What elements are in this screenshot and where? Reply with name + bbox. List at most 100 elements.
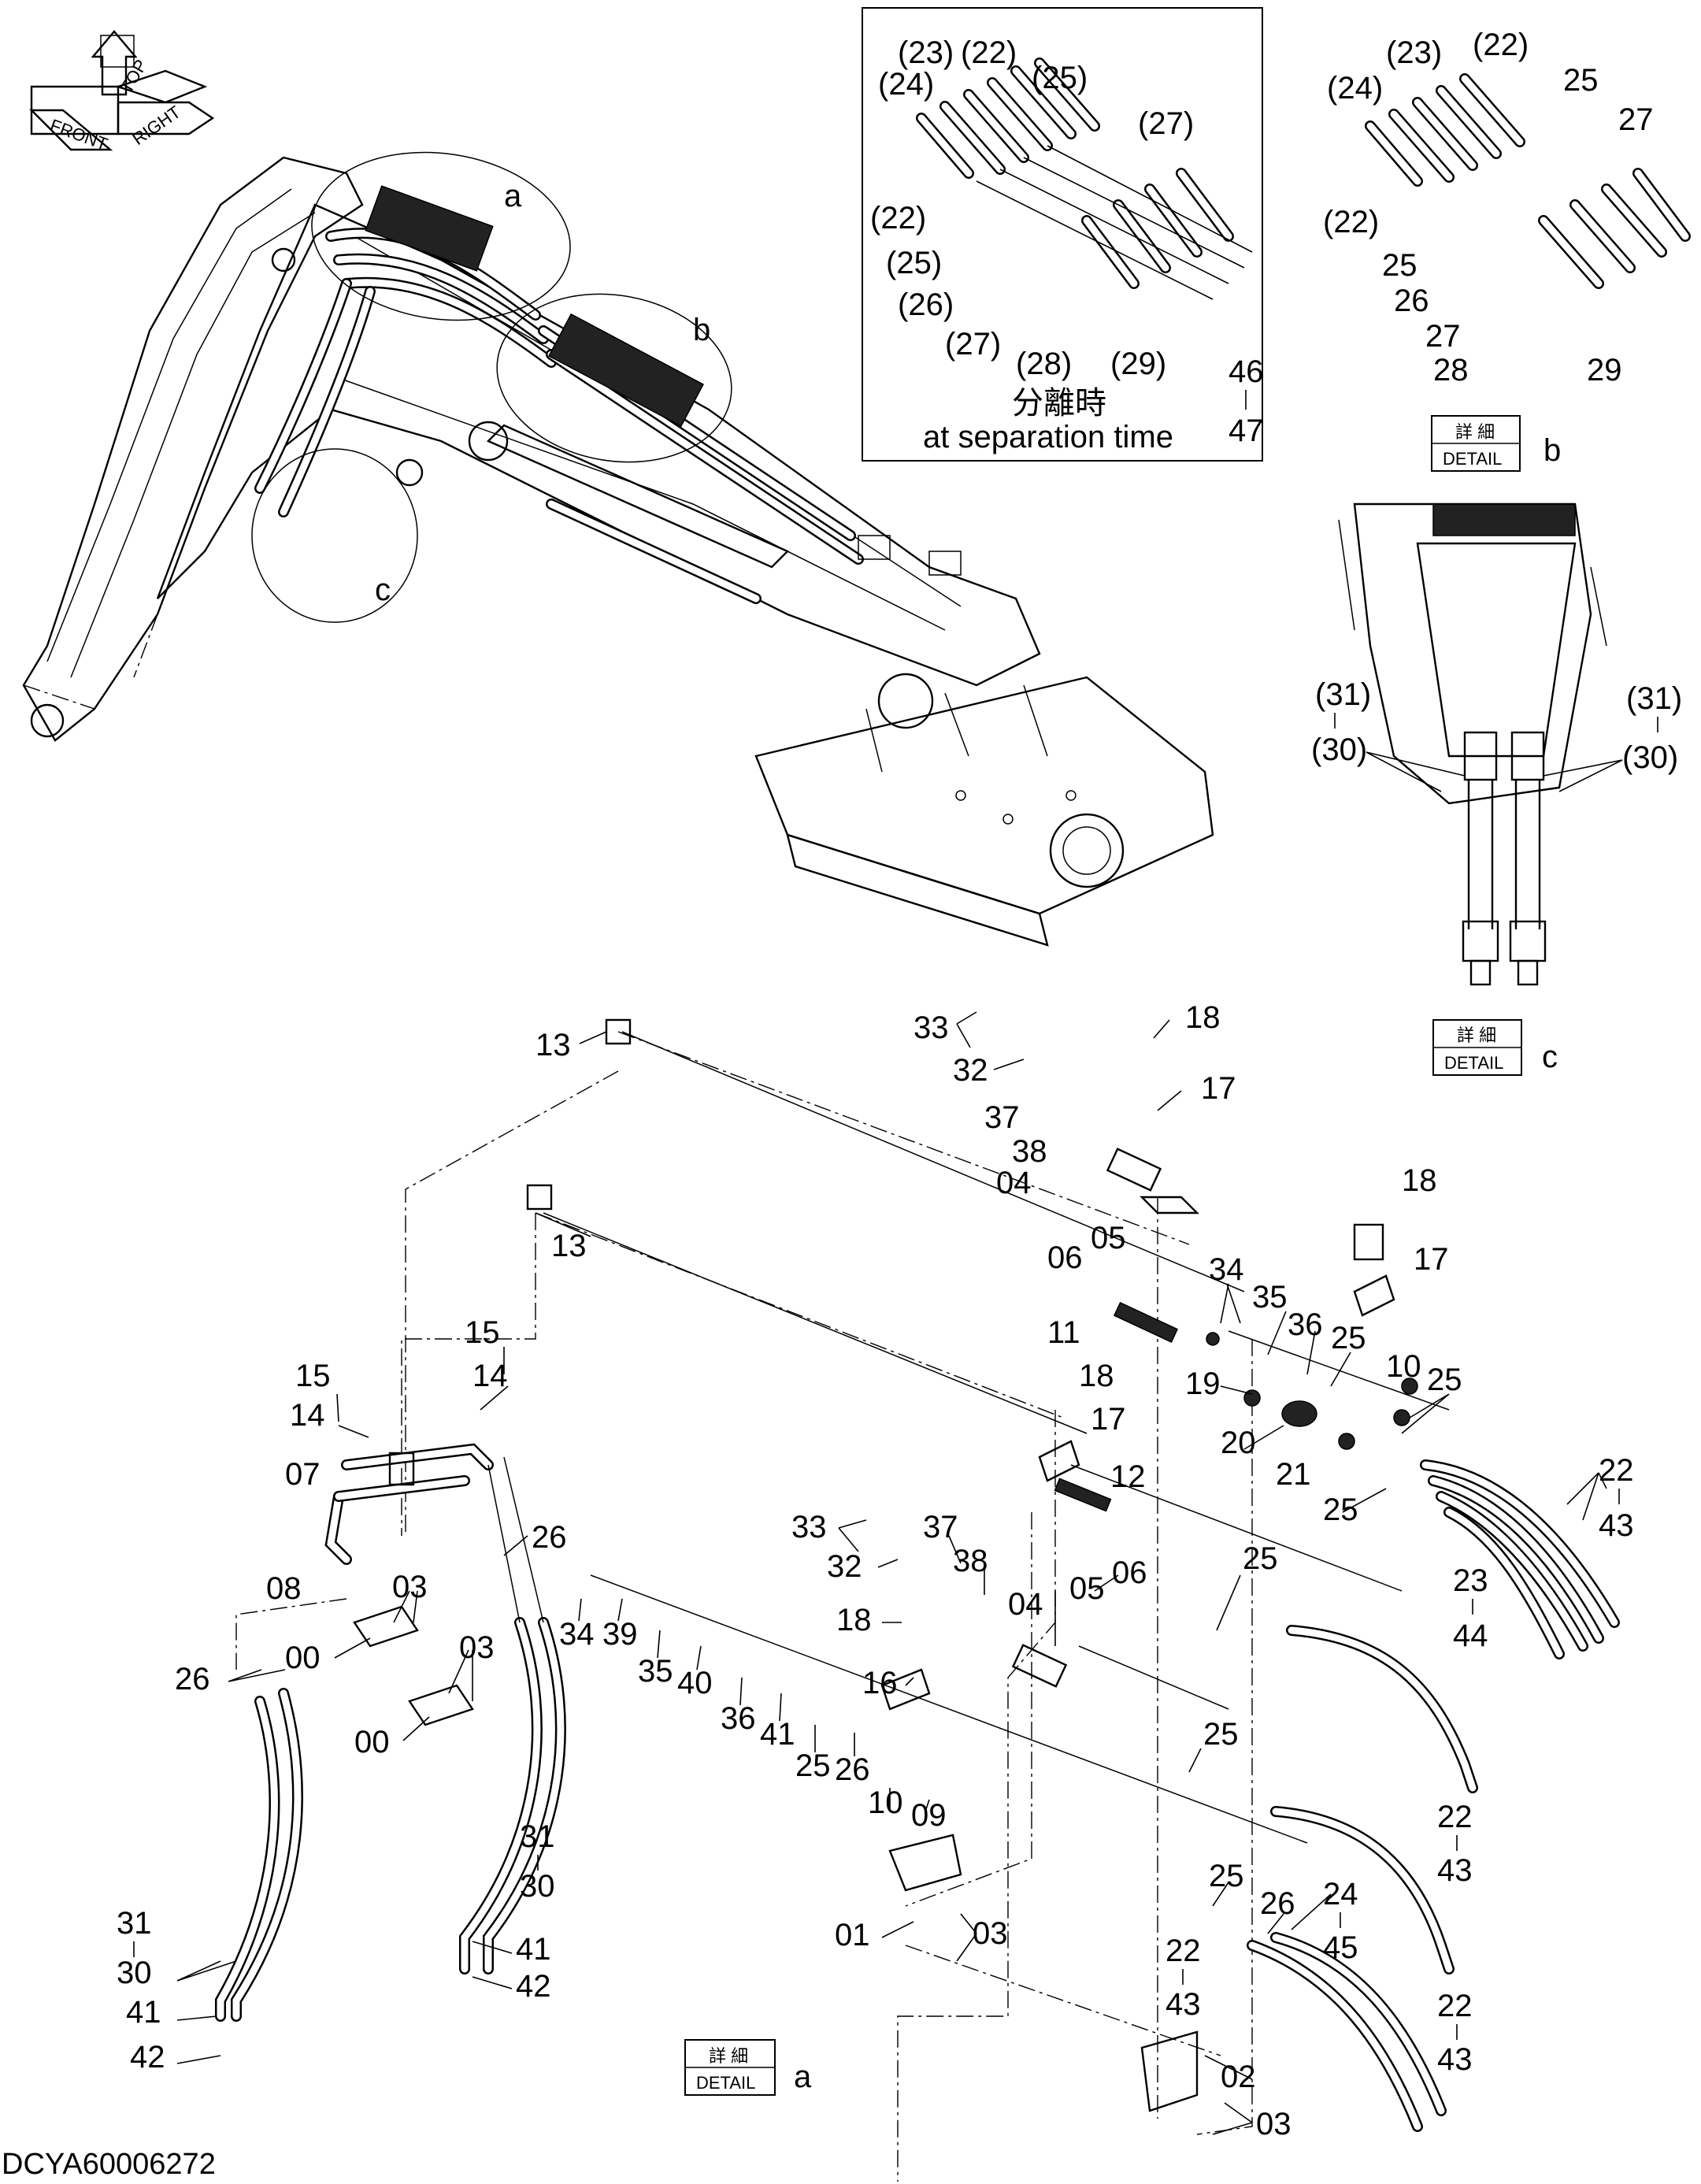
part-label-42-right: 42: [516, 1969, 551, 2004]
part-label-13-lower: 13: [551, 1229, 587, 1263]
part-label-16: 16: [862, 1666, 898, 1700]
sep-label-46: 46: [1228, 354, 1264, 389]
part-label-17-a: 17: [1201, 1071, 1236, 1106]
part-label-44: 44: [1453, 1619, 1488, 1653]
detail-a-en: DETAIL: [696, 2073, 755, 2093]
detail-a-letter: a: [794, 2060, 812, 2094]
part-label-34-lower: 34: [559, 1617, 595, 1652]
part-label-21: 21: [1276, 1457, 1311, 1492]
part-labels: 13 13 33 32 18 17 37 38 04 06 05 18 17 3…: [117, 1000, 1634, 2141]
part-label-36-lower: 36: [721, 1701, 756, 1736]
sep-label-24: (24): [878, 67, 934, 102]
part-label-20: 20: [1221, 1426, 1256, 1460]
part-label-05-upper: 05: [1091, 1221, 1126, 1255]
part-label-04-upper: 04: [996, 1166, 1032, 1200]
part-label-38-upper: 38: [1012, 1134, 1047, 1169]
part-label-18-d: 18: [836, 1603, 872, 1637]
inset-detail-b: (22) (23) (24) 25 27 (22) 25 26 27 28 29…: [1323, 28, 1691, 472]
part-label-22-d: 22: [1437, 1989, 1473, 2023]
orientation-front-label: FRONT: [47, 115, 110, 154]
part-label-14-right: 14: [472, 1359, 508, 1393]
part-label-08: 08: [266, 1571, 302, 1606]
sep-label-22-top: (22): [961, 35, 1017, 70]
sep-label-25-top: (25): [1032, 61, 1088, 95]
part-label-02: 02: [1221, 2060, 1256, 2094]
part-label-31-left: 31: [117, 1906, 152, 1941]
part-label-10-lower: 10: [868, 1785, 903, 1820]
exploded-parts-drawing: [215, 1018, 1620, 2182]
orientation-icon: TOP RIGHT FRONT: [29, 30, 215, 154]
zone-letter-c: c: [375, 573, 391, 607]
part-label-03-d: 03: [1256, 2107, 1292, 2141]
detail-c-letter: c: [1542, 1040, 1558, 1074]
sep-label-23: (23): [898, 35, 954, 70]
b-label-28: 28: [1433, 353, 1469, 387]
inset-detail-c: (31) (30) (31) (30) 詳 細 DETAIL c: [1311, 502, 1682, 1076]
zone-letter-a: a: [504, 179, 522, 213]
sep-label-22-left: (22): [870, 201, 926, 235]
part-label-07: 07: [285, 1457, 321, 1492]
part-label-26-d: 26: [1260, 1886, 1295, 1921]
part-label-43-b: 43: [1437, 1853, 1473, 1888]
detail-a-jp: 詳 細: [709, 2046, 748, 2066]
part-label-31-right: 31: [520, 1819, 555, 1854]
part-label-12: 12: [1110, 1459, 1146, 1494]
b-label-27-top: 27: [1618, 102, 1654, 137]
part-label-25-a: 25: [1331, 1321, 1366, 1355]
part-label-32-upper: 32: [953, 1053, 988, 1088]
detail-b-letter: b: [1544, 433, 1561, 468]
part-label-17-c: 17: [1091, 1402, 1126, 1437]
b-label-24: (24): [1327, 71, 1383, 106]
c-label-30-right: (30): [1622, 740, 1678, 775]
separation-title-jp: 分離時: [1012, 386, 1106, 421]
sep-label-25-left: (25): [886, 246, 942, 280]
part-label-41-left: 41: [126, 1995, 161, 2030]
part-label-43-c: 43: [1166, 1987, 1201, 2022]
part-label-25-f: 25: [1203, 1717, 1239, 1752]
part-label-24: 24: [1323, 1877, 1358, 1911]
sep-label-29: (29): [1110, 347, 1166, 381]
part-label-09: 09: [911, 1798, 947, 1833]
part-label-13-upper: 13: [536, 1028, 571, 1062]
c-label-31-right: (31): [1626, 681, 1682, 716]
part-label-25-g: 25: [1209, 1859, 1244, 1893]
part-label-39: 39: [602, 1617, 638, 1652]
part-label-15-left: 15: [295, 1359, 331, 1393]
b-label-22-top: (22): [1473, 28, 1529, 62]
b-label-26: 26: [1394, 284, 1429, 318]
part-label-25-e: 25: [1243, 1541, 1278, 1576]
b-label-29: 29: [1587, 353, 1622, 387]
part-label-15-right: 15: [465, 1315, 500, 1350]
detail-b-jp: 詳 細: [1455, 422, 1495, 442]
part-label-19: 19: [1185, 1366, 1221, 1401]
part-label-35-lower: 35: [638, 1654, 673, 1689]
part-label-41-right: 41: [516, 1932, 551, 1967]
part-label-26-c: 26: [835, 1752, 870, 1787]
part-label-35-upper: 35: [1252, 1280, 1288, 1314]
part-label-00-a: 00: [285, 1641, 321, 1675]
sep-label-47: 47: [1228, 413, 1264, 448]
sep-label-27-top: (27): [1138, 106, 1194, 141]
detail-a-label: 詳 細 DETAIL a: [684, 2039, 812, 2096]
part-label-22-a: 22: [1599, 1453, 1634, 1488]
part-label-18-a: 18: [1185, 1000, 1221, 1035]
part-label-25-b: 25: [1427, 1363, 1462, 1397]
part-label-11: 11: [1047, 1315, 1080, 1350]
b-label-22-left: (22): [1323, 205, 1379, 239]
part-label-26-b: 26: [175, 1662, 210, 1696]
boom-arm-illustration: [22, 156, 1214, 947]
part-label-36-upper: 36: [1288, 1307, 1323, 1342]
part-label-06-upper: 06: [1047, 1240, 1083, 1275]
part-label-17-b: 17: [1414, 1242, 1449, 1277]
sep-label-27-bottom: (27): [945, 327, 1001, 362]
separation-title-en: at separation time: [923, 420, 1173, 454]
part-label-30-left: 30: [117, 1956, 152, 1990]
part-label-22-c: 22: [1166, 1934, 1201, 1968]
part-label-00-b: 00: [354, 1725, 390, 1759]
part-label-33-lower: 33: [791, 1510, 827, 1544]
part-label-42-left: 42: [130, 2040, 165, 2075]
part-label-14-left: 14: [290, 1398, 325, 1433]
b-label-25-top: 25: [1563, 63, 1599, 98]
part-label-26-a: 26: [532, 1520, 567, 1555]
